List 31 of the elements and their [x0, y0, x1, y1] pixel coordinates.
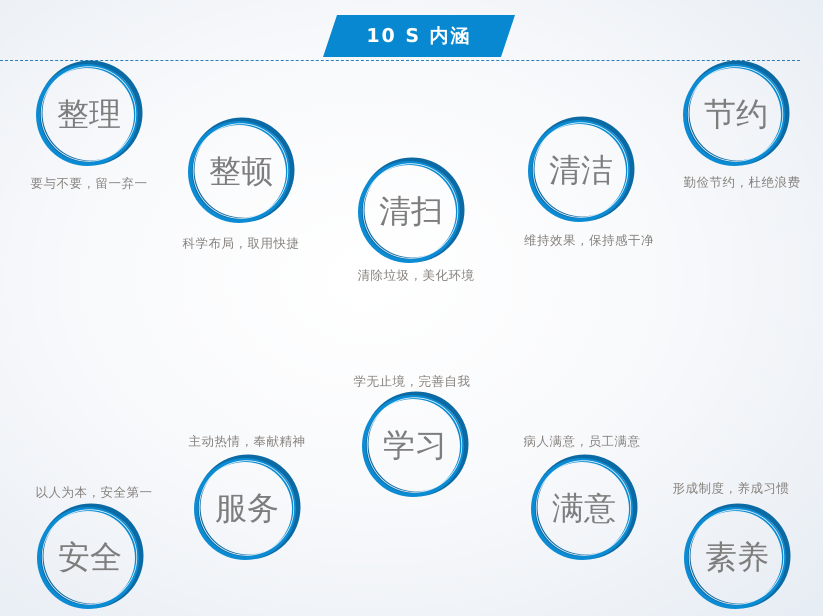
node-label: 整理: [57, 98, 121, 130]
node-caption: 以人为本，安全第一: [36, 484, 152, 500]
ring-node: [35, 502, 145, 612]
node-caption: 清除垃圾，美化环境: [358, 268, 474, 282]
ring-node: [34, 59, 144, 169]
node-caption: 勤俭节约，杜绝浪费: [684, 174, 800, 190]
ring-node: [681, 59, 791, 169]
node-label: 满意: [552, 492, 616, 524]
ring-node: [360, 390, 470, 500]
node-label: 节约: [704, 98, 768, 130]
ring-node: [356, 156, 466, 266]
node-caption: 科学布局，取用快捷: [182, 236, 300, 250]
ring-node: [192, 453, 302, 563]
node-caption: 学无止境，完善自我: [354, 374, 470, 388]
node-caption: 病人满意，员工满意: [524, 434, 640, 448]
node-caption: 形成制度，养成习惯: [672, 480, 790, 496]
title-text: 10 S 内涵: [366, 24, 472, 49]
ring-node: [529, 453, 639, 563]
node-caption: 要与不要，留一弃一: [30, 176, 148, 190]
node-label: 清扫: [379, 195, 443, 227]
node-caption: 维持效果，保持感干净: [524, 232, 654, 248]
ring-node: [186, 116, 296, 226]
node-label: 学习: [383, 429, 447, 461]
ring-node: [682, 502, 792, 612]
ring-node: [526, 115, 636, 225]
node-label: 清洁: [549, 154, 613, 186]
node-caption: 主动热情，奉献精神: [188, 434, 306, 448]
node-label: 素养: [705, 541, 769, 573]
node-label: 安全: [58, 541, 122, 573]
node-label: 整顿: [209, 155, 273, 187]
node-label: 服务: [215, 492, 279, 524]
